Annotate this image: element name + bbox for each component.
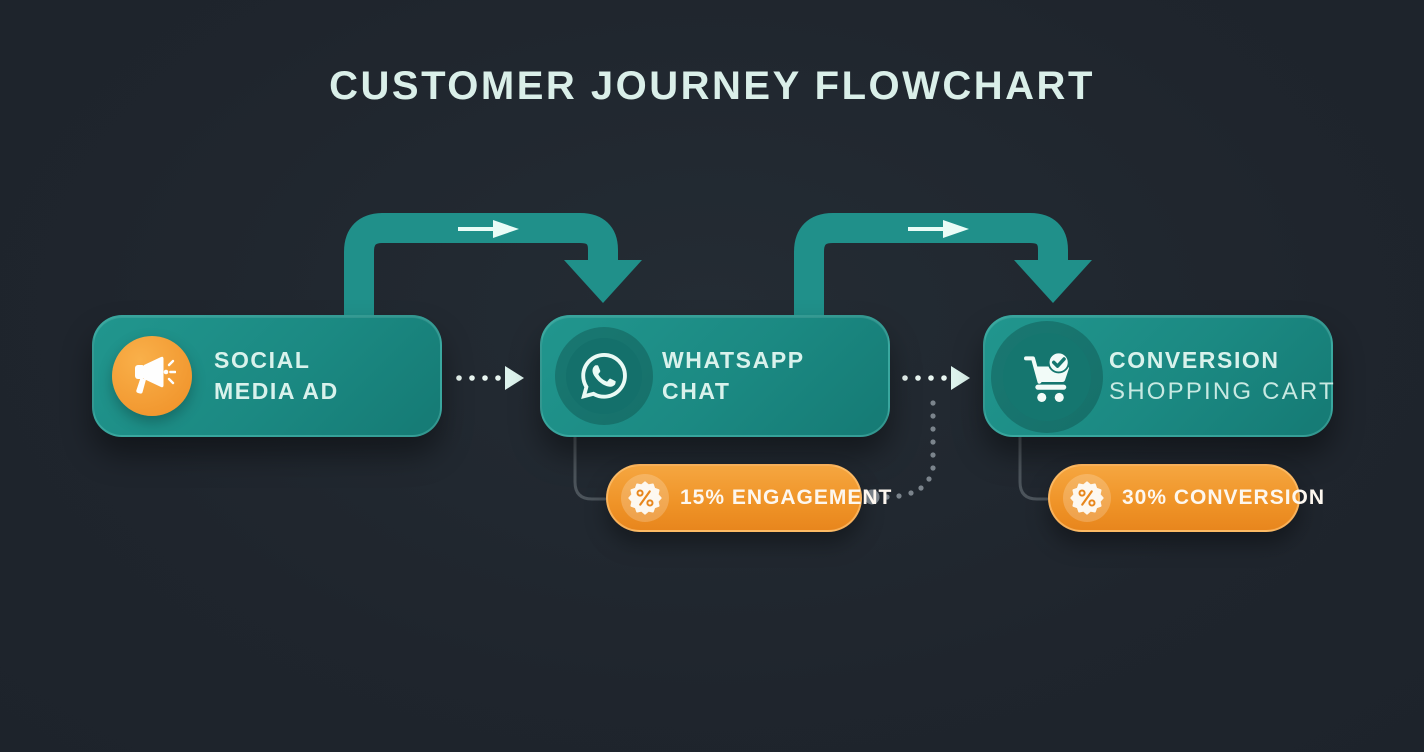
shopping-cart-icon-circle [1003, 333, 1091, 421]
dotted-arrow-1 [456, 366, 524, 390]
pipe-arrowhead-icon [1014, 260, 1092, 303]
percent-seal-icon-circle [621, 474, 669, 522]
small-right-arrow-icon [908, 220, 969, 238]
percent-seal-icon-circle [1063, 474, 1111, 522]
dotted-arrow-2 [902, 366, 970, 390]
page-title: CUSTOMER JOURNEY FLOWCHART [329, 64, 1095, 108]
megaphone-icon [135, 356, 176, 394]
checkmark-badge-icon [1047, 351, 1070, 374]
small-right-arrow-icon [458, 220, 519, 238]
badge-engagement: 15% ENGAGEMENT [606, 464, 891, 532]
node-label-line2: SHOPPING CART [1109, 378, 1336, 405]
megaphone-icon-circle [112, 336, 192, 416]
badge-label: 30% CONVERSION [1122, 486, 1326, 509]
pipe-arrow-2 [794, 213, 1092, 320]
curve-endpoint-dot [864, 489, 880, 505]
node-label-line1: WHATSAPP [662, 347, 805, 373]
elbow-line-1 [573, 434, 607, 501]
node-label: WHATSAPP CHAT [662, 345, 805, 407]
dotted-arrowhead-icon [951, 366, 970, 390]
node-social-media-ad: SOCIAL MEDIA AD [92, 315, 442, 437]
whatsapp-icon-circle [566, 338, 642, 414]
elbow-line-2 [1018, 434, 1049, 501]
node-label-line2: CHAT [662, 378, 731, 404]
dotted-arrowhead-icon [505, 366, 524, 390]
badge-conversion: 30% CONVERSION [1048, 464, 1324, 532]
shopping-cart-icon [1024, 351, 1070, 402]
percent-seal-icon [1070, 481, 1104, 515]
node-whatsapp-chat: WHATSAPP CHAT [540, 315, 890, 437]
badge-label: 15% ENGAGEMENT [680, 486, 893, 509]
node-label-line1: SOCIAL [214, 347, 311, 373]
node-label: SOCIAL MEDIA AD [214, 345, 339, 407]
pipe-arrowhead-icon [564, 260, 642, 303]
node-label: CONVERSION SHOPPING CART [1109, 345, 1336, 407]
percent-icon [1078, 489, 1096, 507]
node-label-line1: CONVERSION [1109, 347, 1280, 373]
whatsapp-icon [581, 353, 627, 399]
node-conversion-shopping-cart: CONVERSION SHOPPING CART [983, 315, 1336, 437]
pipe-arrow-1 [344, 213, 642, 320]
node-label-line2: MEDIA AD [214, 378, 339, 404]
dotted-curve [864, 400, 936, 505]
percent-seal-icon [628, 481, 662, 515]
percent-icon [636, 489, 654, 507]
